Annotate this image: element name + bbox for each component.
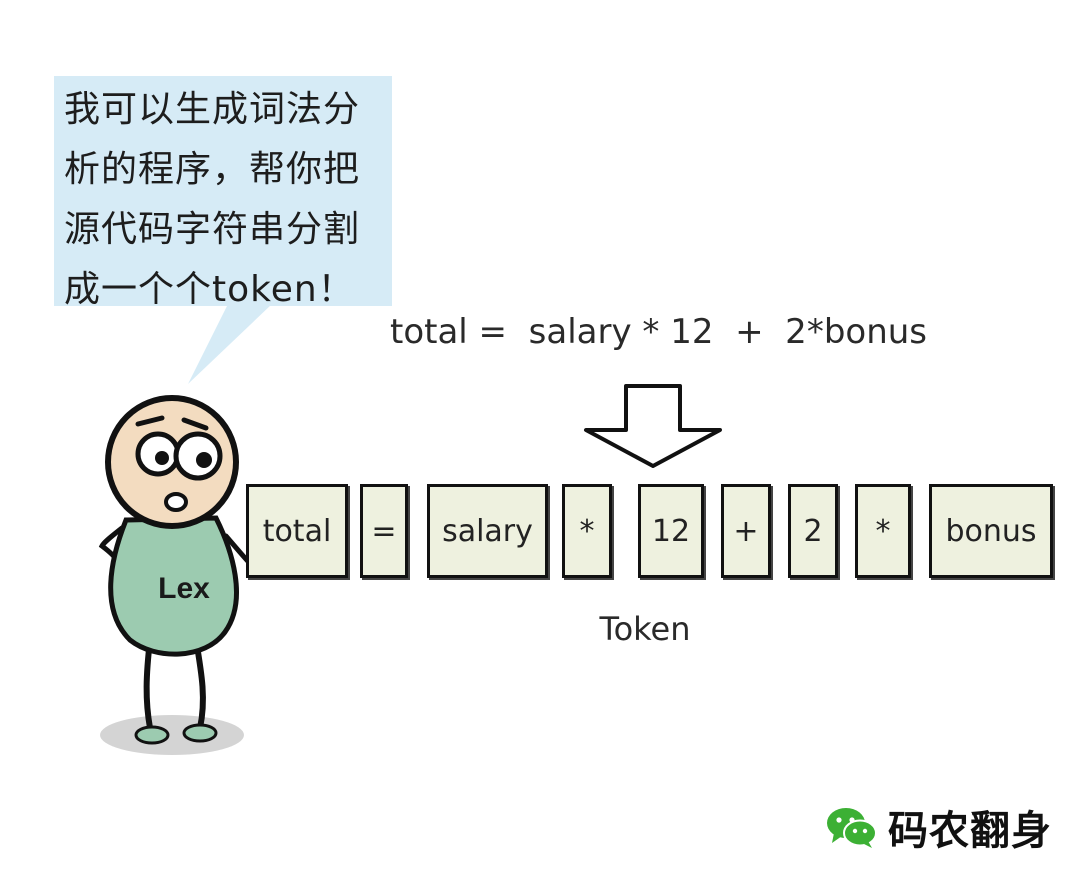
speech-line: 我可以生成词法分 — [64, 89, 361, 130]
source-expression: total = salary * 12 + 2*bonus — [390, 312, 928, 352]
speech-line: 成一个个token！ — [64, 269, 355, 310]
character-name: Lex — [158, 572, 210, 605]
token-caption: Token — [599, 610, 691, 648]
brand-watermark: 码农翻身 — [824, 798, 1052, 856]
token-box: salary — [427, 484, 548, 578]
token-box: * — [855, 484, 911, 578]
token-box: bonus — [929, 484, 1053, 578]
token-box: 12 — [638, 484, 704, 578]
token-box: 2 — [788, 484, 838, 578]
speech-line: 源代码字符串分割 — [64, 209, 361, 250]
wechat-icon — [827, 808, 877, 848]
token-box: * — [562, 484, 612, 578]
token-box: = — [360, 484, 408, 578]
speech-text: 我可以生成词法分 析的程序，帮你把 源代码字符串分割 成一个个token！ — [64, 80, 394, 320]
speech-line: 析的程序，帮你把 — [64, 149, 361, 190]
ground-shadow — [100, 715, 244, 755]
token-box: total — [246, 484, 348, 578]
brand-name: 码农翻身 — [888, 808, 1052, 854]
speech-bubble — [54, 76, 392, 306]
token-box: + — [721, 484, 771, 578]
